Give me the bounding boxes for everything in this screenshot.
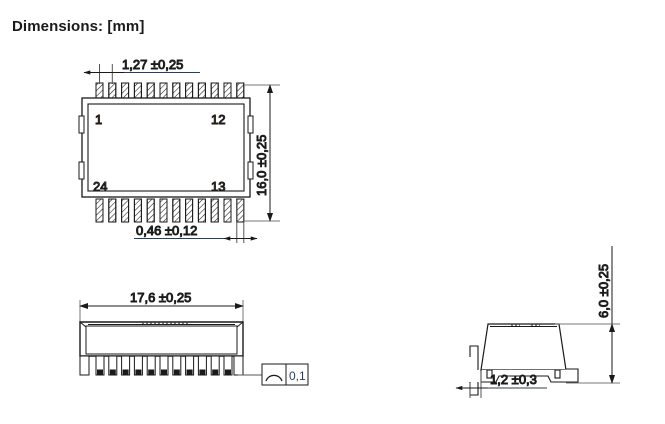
lead: [159, 355, 169, 376]
front-view-leads: [79, 355, 244, 376]
lead: [223, 355, 233, 376]
page-title: Dimensions: [mm]: [12, 18, 145, 35]
end-side-view: 6,0 ±0,25 1,2 ±0,3: [455, 246, 620, 398]
lead-end-right: [233, 355, 244, 376]
height-dimension-label: 16,0 ±0,25: [254, 135, 269, 196]
pin-width-dimension-label: 0,46 ±0,12: [136, 223, 197, 238]
pitch-dimension-label: 1,27 ±0,25: [122, 57, 183, 72]
top-view-side-tabs: [78, 115, 254, 180]
end-view-height-label: 6,0 ±0,25: [596, 264, 611, 318]
profile-of-surface-icon: [265, 374, 283, 382]
top-view: 1 12 24 13 1,27 ±0,25 16,0 ±0,25: [78, 57, 280, 243]
front-side-view: 17,6 ±0,25: [79, 290, 262, 376]
lead: [146, 355, 156, 376]
lead: [95, 355, 105, 376]
end-view-standoff-dimension: [455, 371, 547, 398]
height-dimension: [244, 84, 280, 222]
front-view-body: [79, 321, 244, 357]
pitch-dimension: [83, 64, 200, 84]
gdt-tolerance-label: 0,1: [289, 369, 306, 383]
front-view-width-label: 17,6 ±0,25: [130, 290, 191, 305]
lead: [172, 355, 182, 376]
pin-label-1: 1: [95, 112, 102, 127]
lead: [133, 355, 143, 376]
lead: [121, 355, 131, 376]
top-view-inner-body: [87, 103, 245, 192]
pin-label-24: 24: [93, 179, 107, 194]
lead: [197, 355, 207, 376]
end-view-standoff-label: 1,2 ±0,3: [490, 372, 537, 387]
end-view-body: [480, 323, 567, 372]
gdt-feature-control-frame: [261, 363, 309, 386]
pin-label-13: 13: [211, 179, 225, 194]
lead: [108, 355, 118, 376]
lead-end-left: [79, 355, 90, 376]
pin-width-dimension: [134, 200, 258, 243]
pin-label-12: 12: [211, 112, 225, 127]
end-view-height-dimension: [555, 246, 620, 384]
front-view-width-dimension: [79, 300, 244, 325]
lead: [185, 355, 195, 376]
lead: [210, 355, 220, 376]
